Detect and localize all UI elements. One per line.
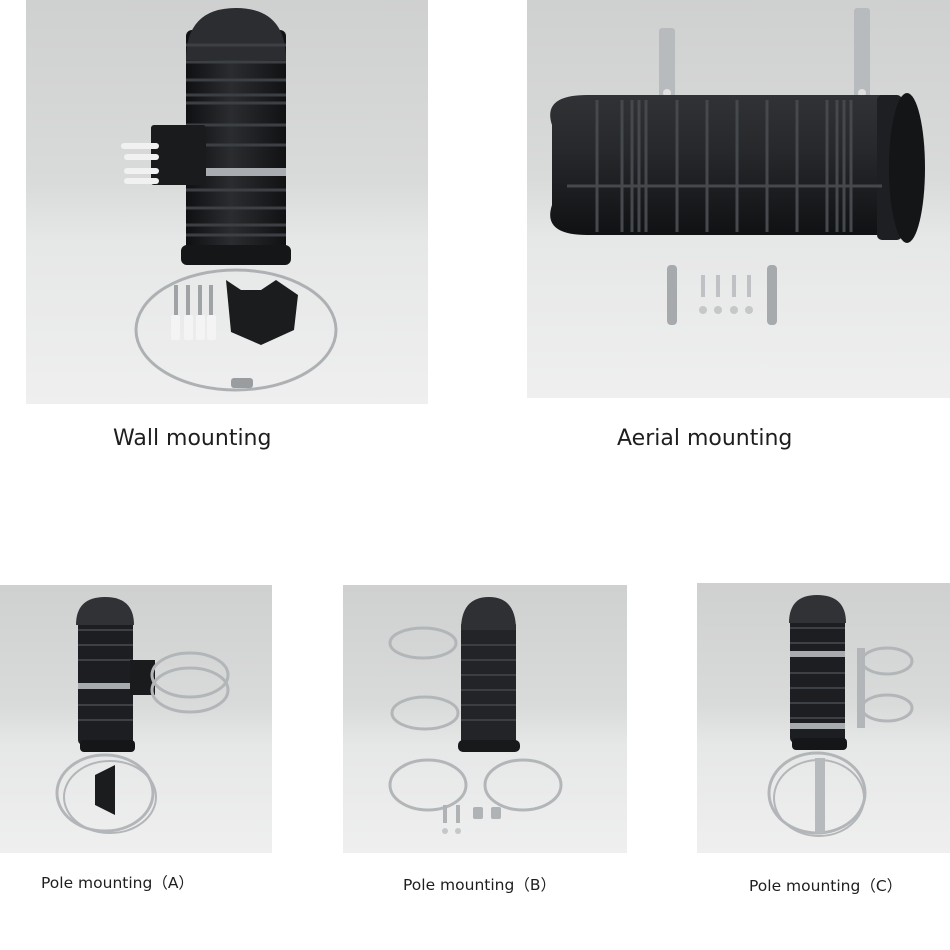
pole-mounting-a-photo [0, 585, 272, 853]
pole-mounting-a-caption: Pole mounting（A） [41, 874, 194, 892]
aerial-mounting-caption: Aerial mounting [617, 426, 793, 451]
pole-mounting-b-photo [343, 585, 627, 853]
aerial-closure-illustration [550, 8, 925, 325]
pole-mounting-b-caption: Pole mounting（B） [403, 876, 556, 894]
aerial-mounting-photo [527, 0, 950, 398]
pole-mounting-c-photo [697, 583, 950, 853]
pole-c-illustration [767, 595, 914, 837]
wall-closure-illustration [121, 8, 338, 392]
pole-mounting-c-caption: Pole mounting（C） [749, 877, 903, 895]
wall-mounting-photo [26, 0, 428, 404]
pole-a-illustration [55, 597, 230, 834]
pole-b-illustration [388, 597, 563, 834]
wall-mounting-caption: Wall mounting [113, 426, 272, 451]
